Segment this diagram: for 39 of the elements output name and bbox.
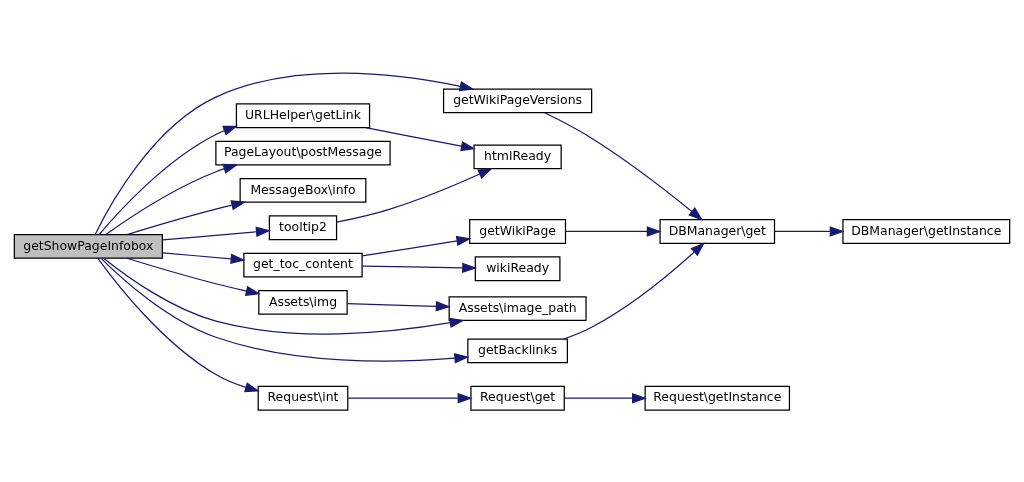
arrow xyxy=(97,257,260,392)
node-box: PageLayout\postMessage xyxy=(215,140,391,166)
node-box: getShowPageInfobox xyxy=(13,233,163,259)
node-box: get_toc_content xyxy=(243,252,363,277)
arrow xyxy=(774,225,845,237)
node-box: tooltip2 xyxy=(268,214,338,240)
arrow xyxy=(346,300,451,311)
arrow xyxy=(98,125,239,235)
arrow xyxy=(361,262,478,273)
arrow xyxy=(162,251,246,264)
arrow xyxy=(105,163,239,235)
node-box: Assets\img xyxy=(258,289,348,315)
node-box: getWikiPage xyxy=(469,218,567,244)
node-box: Request\int xyxy=(257,385,349,411)
arrow xyxy=(563,241,705,340)
node-box: getWikiPageVersions xyxy=(442,87,593,113)
arrow xyxy=(94,71,475,235)
arrow xyxy=(100,257,470,363)
arrow xyxy=(364,126,476,151)
arrow xyxy=(563,392,647,403)
arrow xyxy=(103,257,465,335)
node-box: wikiReady xyxy=(474,255,561,281)
arrow xyxy=(126,199,247,235)
arrow xyxy=(347,392,473,403)
arrow xyxy=(564,225,662,237)
node-box: htmlReady xyxy=(473,143,562,169)
node-box: DBManager\get xyxy=(659,218,776,244)
arrow xyxy=(361,235,472,256)
node-box: DBManager\getInstance xyxy=(842,218,1011,244)
arrow xyxy=(336,167,493,223)
arrow xyxy=(162,226,271,241)
node-box: getBacklinks xyxy=(467,338,568,363)
node-box: Assets\image_path xyxy=(448,295,587,321)
node-box: MessageBox\info xyxy=(239,177,367,203)
node-box: Request\getInstance xyxy=(644,385,791,411)
arrow xyxy=(544,111,704,221)
arrow xyxy=(126,257,261,296)
node-box: URLHelper\getLink xyxy=(235,102,371,128)
node-box: Request\get xyxy=(470,385,565,411)
